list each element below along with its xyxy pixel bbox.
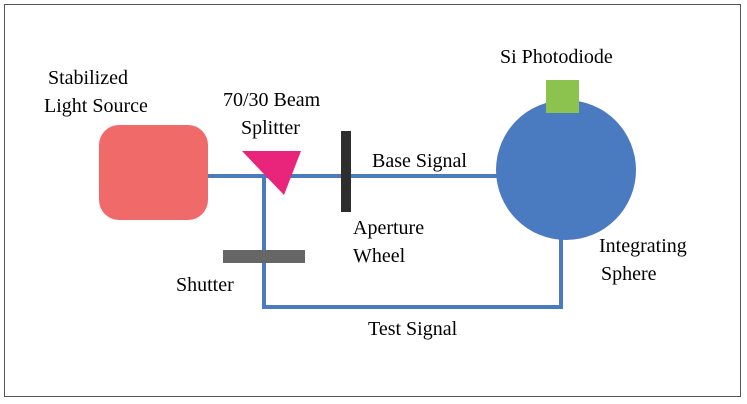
beam-paths xyxy=(208,174,563,309)
beam-splitter-label-line1: 70/30 Beam xyxy=(223,89,321,111)
light-source-label-line1: Stabilized xyxy=(48,67,128,89)
light-source-label-line2: Light Source xyxy=(44,95,148,117)
integrating-sphere-label-line2: Sphere xyxy=(601,263,657,285)
beam-splitter-label-line2: Splitter xyxy=(241,117,300,139)
beam-splitter xyxy=(242,151,301,195)
diagram-frame xyxy=(4,4,741,397)
shutter xyxy=(223,250,305,263)
integrating-sphere-label-line1: Integrating xyxy=(599,235,687,257)
aperture-wheel xyxy=(341,131,351,212)
base-signal-label: Base Signal xyxy=(372,150,467,172)
si-photodiode xyxy=(546,80,579,113)
aperture-label-line1: Aperture xyxy=(353,217,424,239)
integrating-sphere xyxy=(496,100,636,240)
photodiode-label: Si Photodiode xyxy=(500,46,613,68)
test-signal-label: Test Signal xyxy=(368,318,458,340)
shutter-label: Shutter xyxy=(176,274,234,296)
test-signal-beam xyxy=(262,176,563,309)
light-source xyxy=(99,125,208,220)
aperture-label-line2: Wheel xyxy=(353,245,406,267)
